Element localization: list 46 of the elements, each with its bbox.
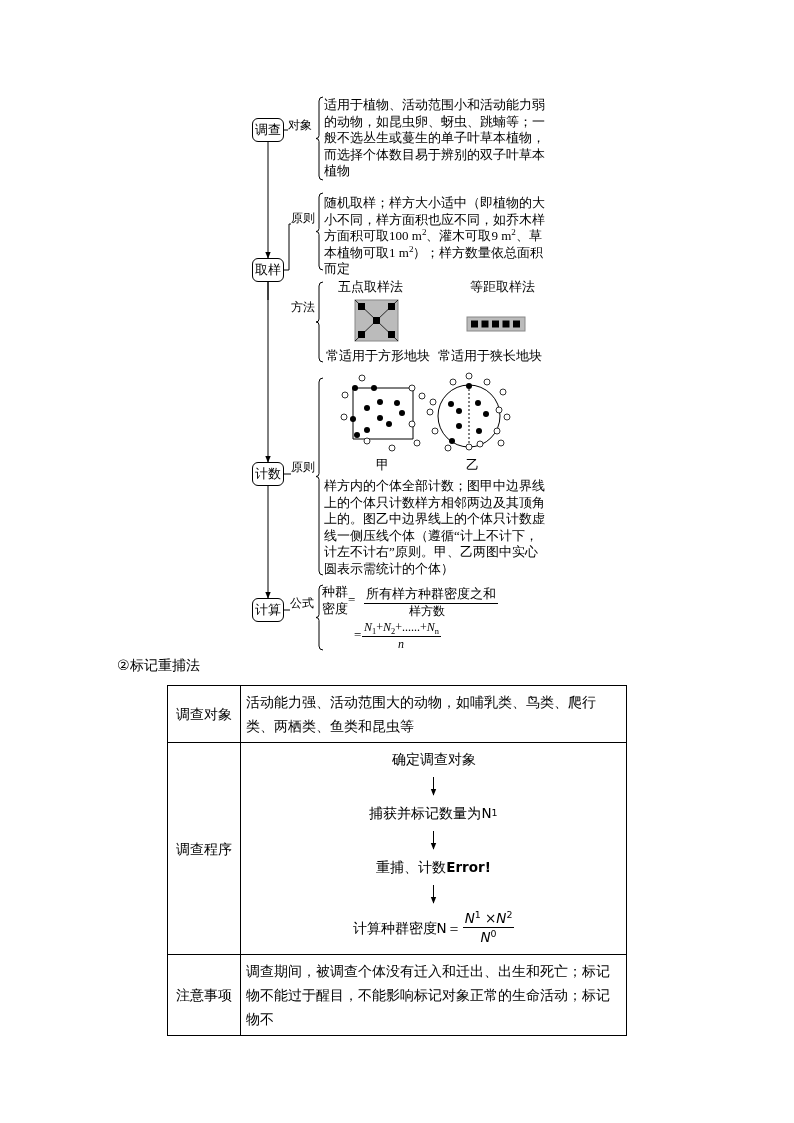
- caption-text: 五点取样法: [338, 279, 403, 296]
- equals-sign: =: [348, 592, 356, 607]
- table-cell: 注意事项: [167, 954, 241, 1036]
- formula-text: 种群密度: [322, 584, 349, 618]
- arrow: [430, 776, 437, 796]
- fraction-denominator: N$^{0}$: [480, 928, 497, 946]
- section-heading: ②标记重捕法: [117, 657, 200, 674]
- branch-label: 原则: [291, 211, 315, 225]
- connector-line: [283, 609, 291, 611]
- branch-label: 对象: [288, 118, 312, 132]
- arrow: [265, 485, 271, 599]
- branch-label: 方法: [291, 300, 315, 314]
- text-paragraph: 随机取样；样方大小适中（即植物的大小不同，样方面积也应不同，如乔木样方面积可取100 m$^{2}$、灌木可取9 m$^{2}$、草本植物可取1 m$^{2}$）；样方数量依总面积而定: [324, 195, 546, 278]
- caption-text: 等距取样法: [470, 279, 535, 296]
- arrow: [430, 884, 437, 904]
- step-text: 确定调查对象: [391, 747, 476, 771]
- figure-label: 乙: [466, 457, 479, 474]
- topic-box: 计算: [252, 598, 284, 622]
- topic-box: 取样: [252, 258, 284, 282]
- connector-line: [283, 223, 292, 271]
- fraction-numerator: N$_{1}$+N$_{2}$+......+N$_{n}$: [362, 619, 441, 637]
- figure-label: 甲: [376, 457, 389, 474]
- fraction-denominator: 样方数: [409, 603, 445, 620]
- branch-label: 原则: [291, 460, 315, 474]
- step-text: 计算种群密度N＝: [352, 918, 461, 938]
- text-paragraph: 适用于植物、活动范围小和活动能力弱的动物，如昆虫卵、蚜虫、跳蝻等；一般不选丛生或蔓生的单子叶草本植物，而选择个体数目易于辨别的双子叶草本植物: [324, 97, 546, 180]
- fraction-numerator: N$^{1}$ ×N$^{2}$: [462, 909, 515, 928]
- table-cell: 调查程序: [167, 742, 241, 955]
- connector-line: [283, 473, 292, 475]
- branch-label: 公式: [290, 596, 314, 610]
- fraction-denominator: n: [398, 636, 404, 653]
- table-cell: 活动能力强、活动范围大的动物，如哺乳类、鸟类、爬行类、两栖类、鱼类和昆虫等: [240, 685, 627, 743]
- connector-line: [267, 281, 269, 301]
- fraction-numerator: 所有样方种群密度之和: [364, 586, 498, 604]
- topic-box: 计数: [252, 462, 284, 486]
- step-text: 重捕、计数Error!: [376, 855, 491, 879]
- equals-sign: =: [354, 627, 362, 644]
- arrow: [430, 830, 437, 850]
- topic-box: 调查: [252, 118, 284, 142]
- caption-text: 常适用于方形地块: [326, 348, 430, 365]
- table-cell: 调查期间，被调查个体没有迁入和迁出、出生和死亡；标记物不能过于醒目，不能影响标记对象正常的生命活动；标记物不: [240, 954, 627, 1036]
- text-paragraph: 样方内的个体全部计数；图甲中边界线上的个体只计数样方相邻两边及其顶角上的。图乙中边界线上的个体只计数虚线一侧压线个体（遵循“计上不计下，计左不计右”原则。甲、乙两图中实心圆表示需统计的个体）: [324, 478, 546, 578]
- connector-line: [283, 129, 289, 131]
- arrow: [265, 141, 271, 259]
- table-cell: 调查对象: [167, 685, 241, 743]
- caption-text: 常适用于狭长地块: [438, 348, 542, 365]
